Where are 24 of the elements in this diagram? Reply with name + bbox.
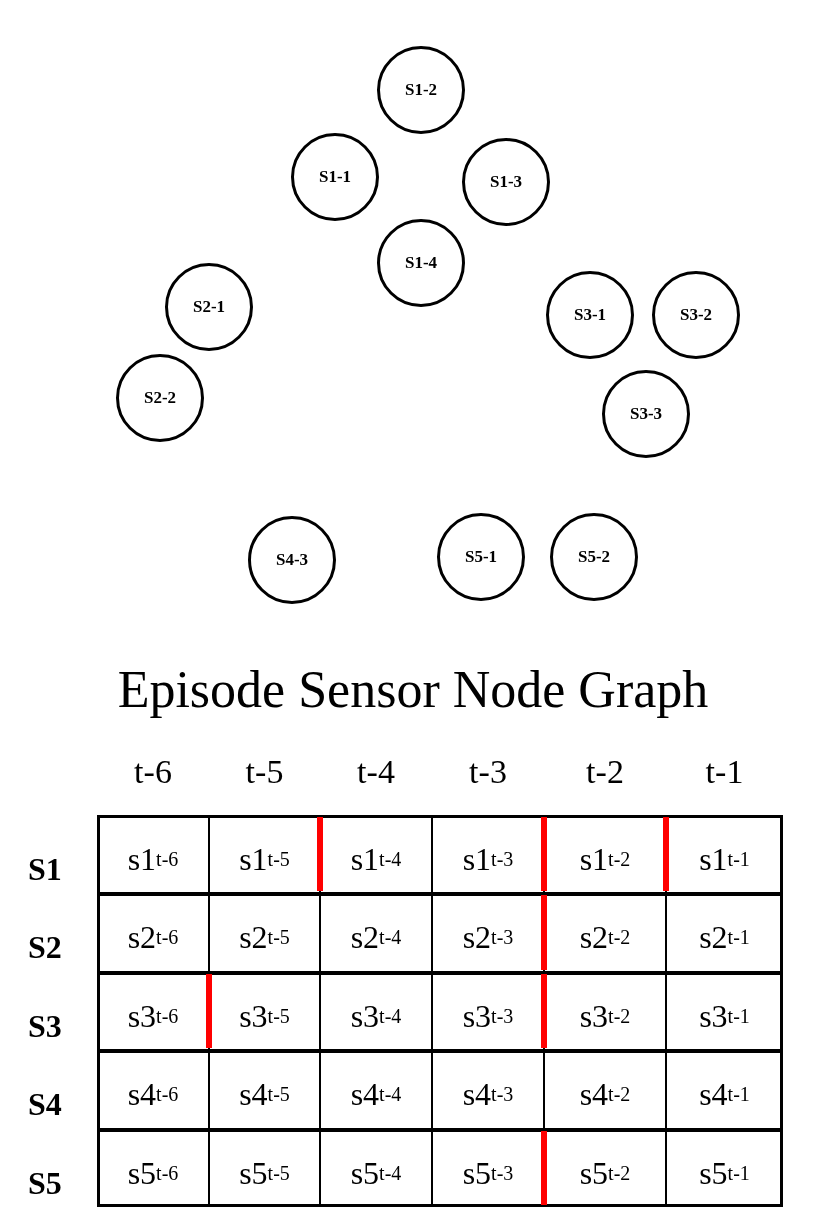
row-header: S3 [28, 1007, 62, 1046]
column-header: t-1 [704, 752, 745, 792]
diagram-title: Episode Sensor Node Graph [116, 660, 710, 720]
row-header: S1 [28, 850, 62, 889]
node-circle: S2-1 [165, 263, 253, 351]
node-circle: S3-2 [652, 271, 740, 359]
node-circle: S1-3 [462, 138, 550, 226]
column-header: t-5 [244, 752, 285, 792]
node-circle: S1-2 [377, 46, 465, 134]
column-header: t-6 [133, 752, 173, 792]
row-header: S2 [28, 928, 62, 967]
node-circle: S5-2 [550, 513, 638, 601]
column-header: t-2 [585, 752, 625, 792]
row-header: S4 [28, 1085, 62, 1124]
node-circle: S3-3 [602, 370, 690, 458]
column-header: t-3 [468, 752, 508, 792]
node-circle: S3-1 [546, 271, 634, 359]
node-circle: S1-1 [291, 133, 379, 221]
node-circle: S1-4 [377, 219, 465, 307]
node-circle: S2-2 [116, 354, 204, 442]
node-circle: S4-3 [248, 516, 336, 604]
row-header: S5 [28, 1164, 62, 1203]
node-circle: S5-1 [437, 513, 525, 601]
column-header: t-4 [356, 752, 396, 792]
